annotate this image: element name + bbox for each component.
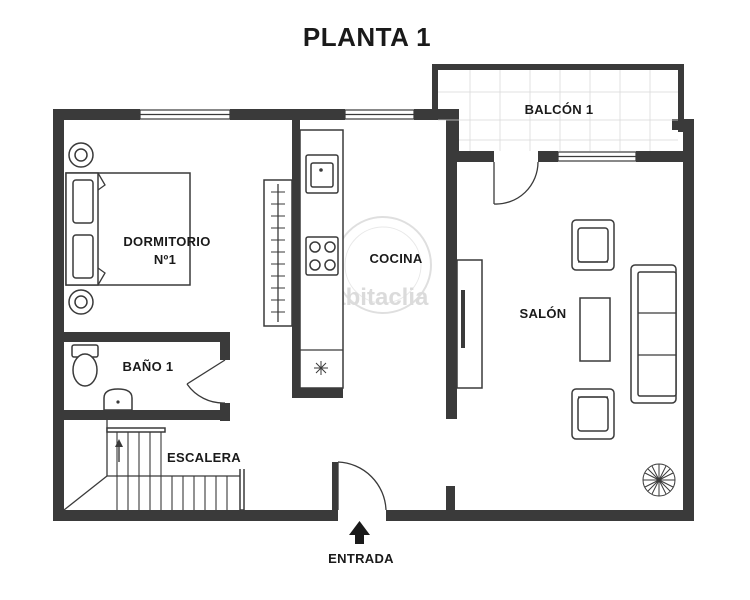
- cooktop: [305, 236, 339, 276]
- room-label-salon: SALÓN: [520, 306, 567, 321]
- arrow-up-icon: [349, 521, 370, 544]
- staircase: [63, 420, 245, 511]
- washbasin: [103, 388, 133, 411]
- wardrobe: [263, 179, 293, 327]
- arrow-up-icon: [115, 439, 123, 462]
- armchair-top: [571, 219, 615, 271]
- room-label-bano: BAÑO 1: [123, 359, 174, 374]
- bed: [65, 172, 191, 286]
- room-label-dormitorio-number: Nº1: [154, 252, 176, 267]
- coffee-table: [579, 297, 611, 362]
- nightstand-lamp-top: [68, 142, 94, 168]
- tv-unit: [456, 259, 483, 389]
- room-label-escalera: ESCALERA: [167, 450, 241, 465]
- kitchen-sink: [305, 154, 339, 194]
- windows: [139, 109, 637, 162]
- walls: [53, 64, 694, 521]
- door-entrada: [337, 461, 387, 511]
- toilet: [71, 344, 99, 387]
- room-label-dormitorio: DORMITORIO: [123, 234, 210, 249]
- doors: [186, 161, 539, 511]
- sofa: [630, 264, 677, 404]
- armchair-bottom: [571, 388, 615, 440]
- balcony-floor: [438, 70, 678, 151]
- plan-title: PLANTA 1: [303, 22, 431, 52]
- door-bano: [186, 359, 226, 404]
- nightstand-lamp-bottom: [68, 289, 94, 315]
- salon-plant: [642, 463, 676, 497]
- entrance-label: ENTRADA: [328, 551, 394, 566]
- room-label-balcon: BALCÓN 1: [525, 102, 594, 117]
- room-label-cocina: COCINA: [369, 251, 422, 266]
- door-balcon: [493, 161, 539, 205]
- kitchen-plant: [314, 361, 328, 375]
